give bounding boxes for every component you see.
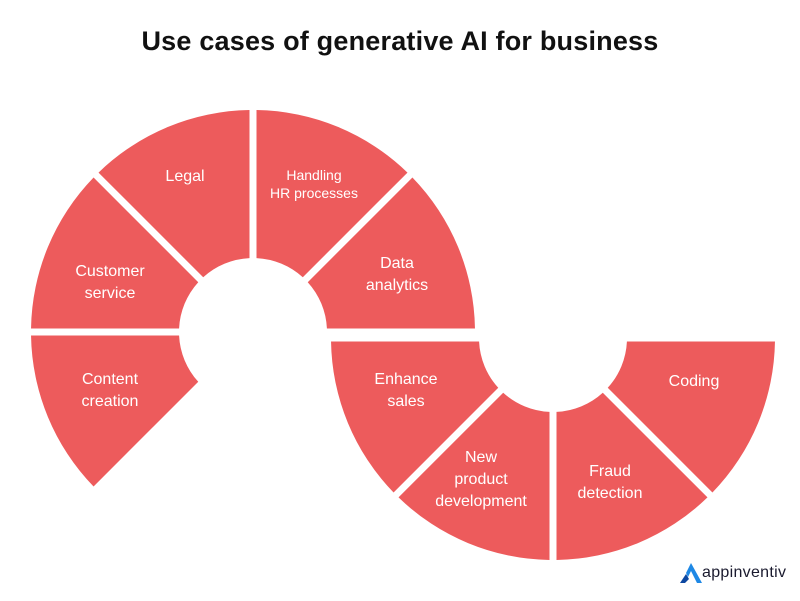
label-line: sales (387, 393, 424, 410)
label-line: detection (578, 485, 643, 502)
segment-enhance-sales (331, 341, 499, 493)
segment-new-product-development (398, 392, 550, 560)
label-line: New (465, 449, 497, 466)
label-line: Customer (75, 263, 145, 280)
label-line: Data (380, 255, 414, 272)
segment-customer-service (31, 177, 199, 329)
label-line: Content (82, 371, 139, 388)
label-line: Handling (286, 167, 341, 183)
label-new-product-development: New product development (435, 449, 527, 510)
label-line: creation (82, 393, 139, 410)
label-line: HR processes (270, 185, 358, 201)
label-enhance-sales: Enhance sales (374, 371, 437, 410)
label-content-creation: Content creation (82, 371, 139, 410)
label-line: Legal (165, 168, 204, 185)
page-title: Use cases of generative AI for business (141, 26, 659, 56)
label-line: analytics (366, 277, 428, 294)
label-line: service (85, 285, 136, 302)
brand-name: appinventiv (702, 564, 787, 581)
label-line: Fraud (589, 463, 631, 480)
label-line: Enhance (374, 371, 437, 388)
segment-coding (607, 341, 775, 493)
label-customer-service: Customer service (75, 263, 145, 302)
label-legal: Legal (165, 168, 204, 185)
label-handling-hr-processes: Handling HR processes (270, 167, 358, 201)
appinventiv-logo-icon (680, 563, 702, 583)
segment-fraud-detection (556, 392, 708, 560)
label-line: development (435, 493, 527, 510)
segment-content-creation (31, 335, 199, 487)
segment-legal (98, 110, 250, 278)
segment-data-analytics (307, 177, 475, 329)
label-coding: Coding (669, 373, 720, 390)
label-fraud-detection: Fraud detection (578, 463, 643, 502)
brand-logo: appinventiv (680, 563, 786, 583)
label-line: Coding (669, 373, 720, 390)
segment-handling-hr-processes (256, 110, 408, 278)
label-line: product (454, 471, 508, 488)
label-data-analytics: Data analytics (366, 255, 428, 294)
